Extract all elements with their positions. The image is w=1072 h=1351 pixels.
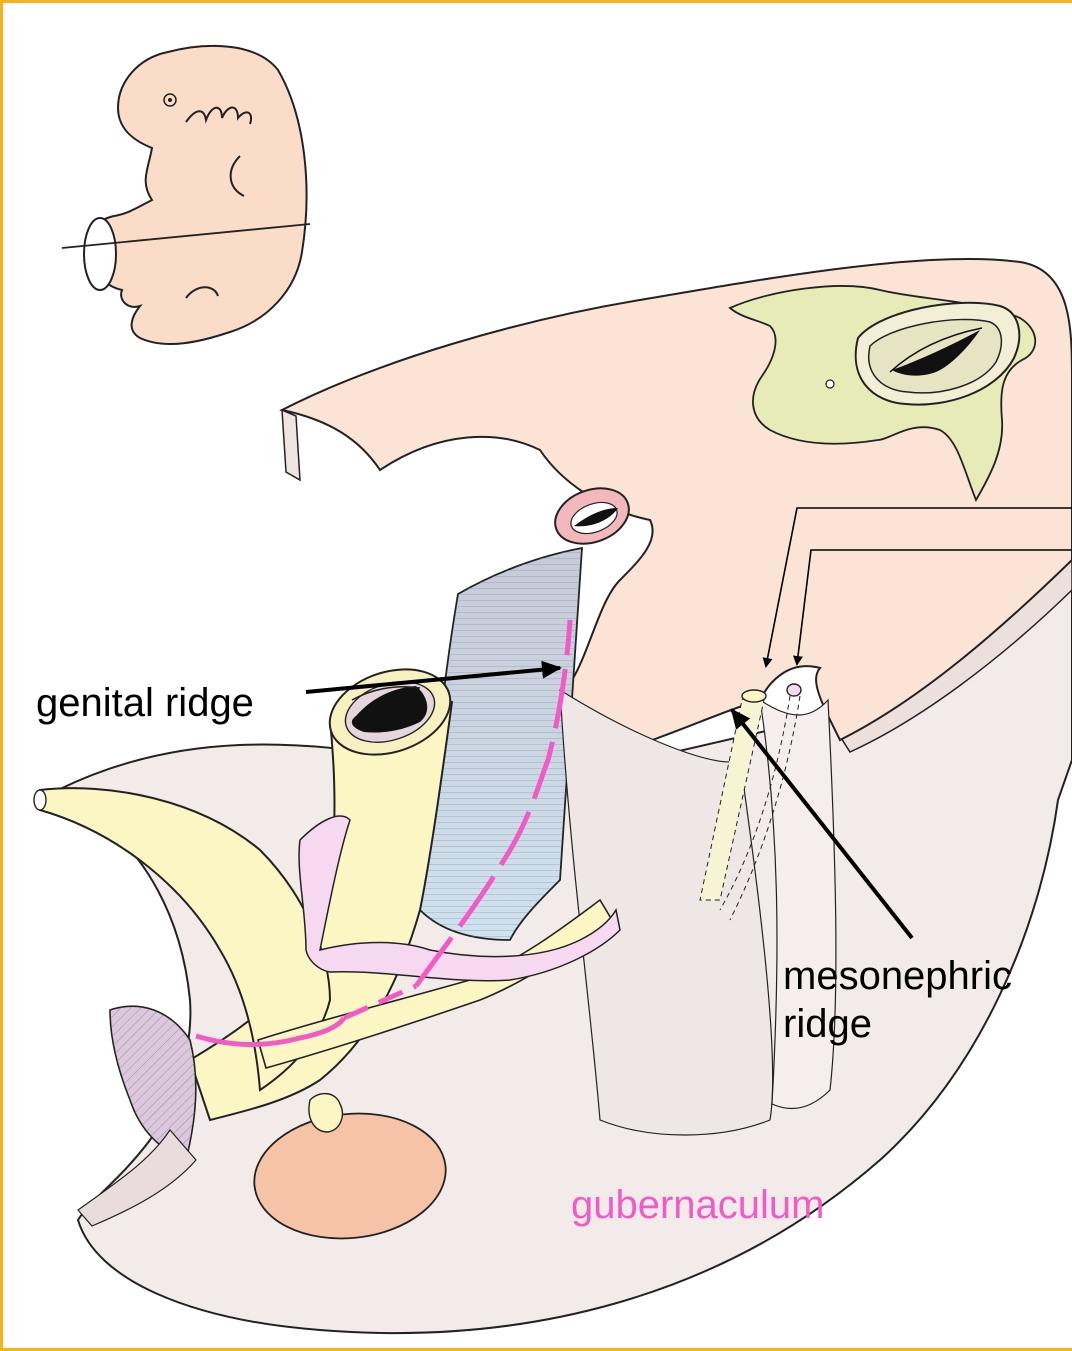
mesonephric-label-line2: ridge bbox=[783, 1000, 1012, 1048]
mesonephric-ridge-label: mesonephric ridge bbox=[783, 952, 1012, 1048]
cross-section-body bbox=[34, 259, 1072, 1333]
genital-ridge-label: genital ridge bbox=[36, 680, 254, 726]
mesonephric-label-line1: mesonephric bbox=[783, 952, 1012, 1000]
gubernaculum-label: gubernaculum bbox=[571, 1182, 825, 1228]
embryo-outline-icon bbox=[62, 46, 310, 344]
